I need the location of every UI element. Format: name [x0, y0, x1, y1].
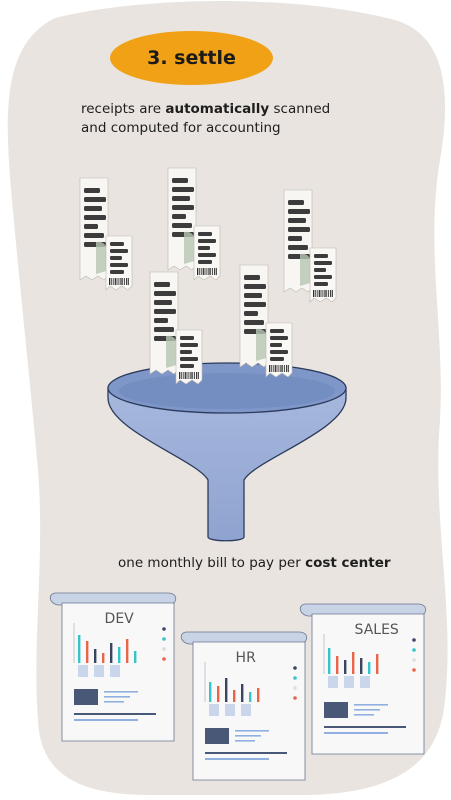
- legend-dot: [293, 696, 297, 700]
- legend-dot: [162, 637, 166, 641]
- intro-text-line2: and computed for accounting: [81, 120, 281, 136]
- chart-bar: [102, 653, 105, 663]
- barcode-icon: [269, 365, 289, 372]
- chart-shade: [225, 704, 235, 716]
- chart-bar: [368, 662, 371, 674]
- legend-dot: [293, 686, 297, 690]
- chart-bar: [86, 641, 89, 663]
- intro-text-part2: scanned: [269, 101, 331, 117]
- legend-dot: [162, 657, 166, 661]
- chart-shade: [328, 676, 338, 688]
- receipt-icon: [149, 271, 203, 385]
- chart-bar: [225, 678, 228, 702]
- chart-bar: [110, 643, 113, 663]
- image-block: [324, 702, 348, 718]
- legend-dot: [412, 668, 416, 672]
- chart-bar: [336, 656, 339, 674]
- chart-bar: [78, 635, 81, 663]
- receipt-icon: [167, 167, 221, 281]
- chart-shade: [209, 704, 219, 716]
- image-block: [74, 689, 98, 705]
- image-block: [205, 728, 229, 744]
- step-badge: 3. settle: [110, 31, 273, 85]
- outro-text-part1: one monthly bill to pay per: [118, 555, 306, 571]
- report-icon: DEV: [49, 592, 177, 742]
- chart-bar: [360, 658, 363, 674]
- chart-bar: [118, 647, 121, 663]
- report-title: HR: [236, 650, 257, 666]
- chart-shade: [360, 676, 370, 688]
- chart-bar: [126, 639, 129, 663]
- report-icon: SALES: [299, 603, 427, 755]
- outro-text: one monthly bill to pay per cost center: [118, 553, 438, 573]
- legend-dot: [412, 658, 416, 662]
- chart-bar: [249, 692, 252, 702]
- chart-shade: [78, 665, 88, 677]
- funnel-icon: [107, 362, 347, 542]
- chart-bar: [328, 648, 331, 674]
- legend-dot: [162, 647, 166, 651]
- chart-bar: [94, 649, 97, 663]
- receipt-icon: [283, 189, 337, 303]
- chart-shade: [241, 704, 251, 716]
- chart-bar: [257, 688, 260, 702]
- chart-shade: [94, 665, 104, 677]
- barcode-icon: [179, 372, 199, 379]
- intro-text-part1: receipts are: [81, 101, 166, 117]
- receipts-stack: [79, 167, 337, 303]
- outro-text-bold: cost center: [305, 555, 391, 571]
- report-icon: HR: [180, 631, 308, 781]
- barcode-icon: [109, 278, 129, 285]
- step-title: 3. settle: [147, 47, 236, 69]
- chart-bar: [344, 660, 347, 674]
- legend-dot: [293, 676, 297, 680]
- barcode-icon: [313, 290, 333, 297]
- report-title: SALES: [355, 622, 399, 638]
- reports-group: DEV HR SALES: [49, 592, 427, 781]
- chart-bar: [241, 684, 244, 702]
- legend-dot: [162, 627, 166, 631]
- intro-text: receipts are automatically scanned and c…: [81, 100, 401, 138]
- chart-bar: [233, 690, 236, 702]
- receipt-icon: [239, 264, 293, 378]
- receipts-front: [149, 264, 293, 385]
- legend-dot: [412, 648, 416, 652]
- chart-bar: [134, 651, 137, 663]
- chart-shade: [344, 676, 354, 688]
- chart-bar: [376, 654, 379, 674]
- receipt-icon: [79, 177, 133, 291]
- intro-text-bold: automatically: [165, 101, 270, 117]
- chart-bar: [209, 682, 212, 702]
- chart-shade: [110, 665, 120, 677]
- legend-dot: [293, 666, 297, 670]
- barcode-icon: [197, 268, 217, 275]
- legend-dot: [412, 638, 416, 642]
- chart-bar: [217, 686, 220, 702]
- report-title: DEV: [105, 611, 135, 627]
- chart-bar: [352, 652, 355, 674]
